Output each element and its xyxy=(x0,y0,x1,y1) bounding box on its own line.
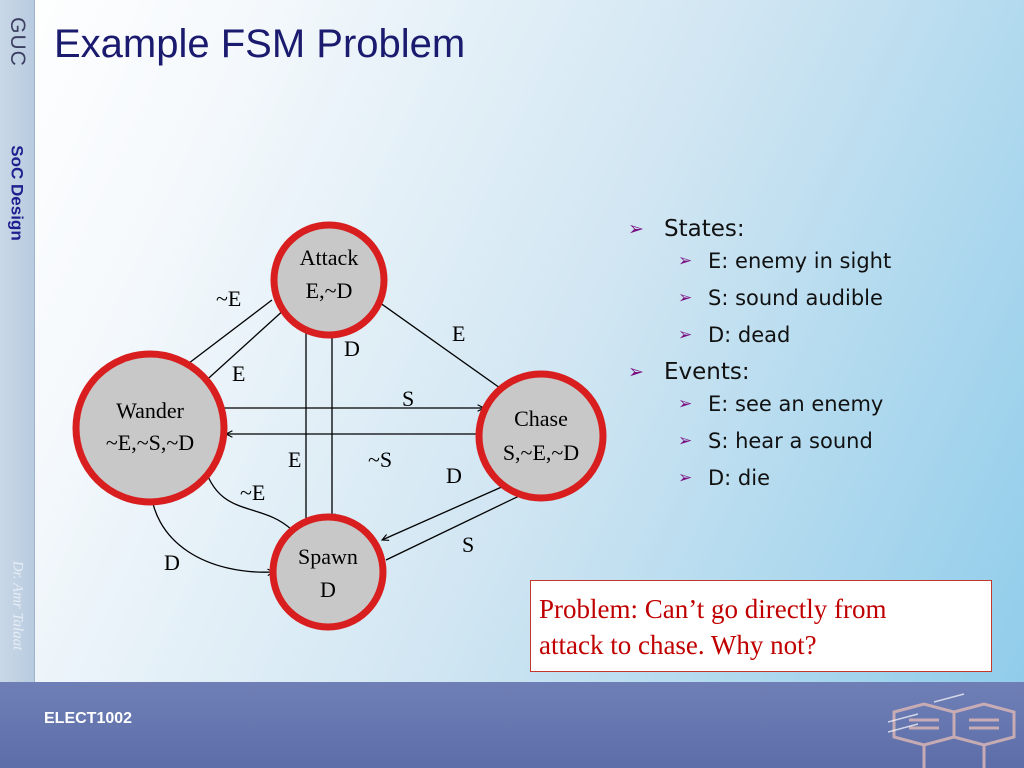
chip-decoration-icon xyxy=(887,693,1016,768)
bullet-arrow-icon: ➢ xyxy=(678,394,693,414)
edge-chase-to-attack xyxy=(376,300,501,389)
bullet-states-text: States: xyxy=(664,216,745,242)
state-attack-output: E,~D xyxy=(306,278,353,303)
state-spawn-name: Spawn xyxy=(298,544,358,569)
sub-bullet-text: D: dead xyxy=(708,323,791,347)
bullet-events-text: Events: xyxy=(664,359,750,385)
state-spawn-output: D xyxy=(320,577,336,602)
footer-bar: ELECT1002 xyxy=(0,682,1024,768)
bullet-arrow-icon: ➢ xyxy=(678,251,693,271)
sub-bullet-text: E: see an enemy xyxy=(708,392,884,416)
state-wander: Wander ~E,~S,~D xyxy=(72,350,228,506)
label-spawn-to-wander: ~E xyxy=(240,480,265,505)
bullet-arrow-icon: ➢ xyxy=(678,468,693,488)
label-chase-to-spawn: D xyxy=(446,463,462,488)
bullet-arrow-icon: ➢ xyxy=(628,218,644,240)
sub-bullet: ➢ S: hear a sound xyxy=(626,426,891,463)
state-wander-output: ~E,~S,~D xyxy=(106,430,194,455)
problem-line-1: Problem: Can’t go directly from xyxy=(539,594,887,624)
bullet-states: ➢ States: xyxy=(626,214,891,246)
state-attack-name: Attack xyxy=(300,245,359,270)
bullet-events: ➢ Events: xyxy=(626,357,891,389)
problem-box: Problem: Can’t go directly from attack t… xyxy=(530,580,992,672)
sub-bullet: ➢ S: sound audible xyxy=(626,283,891,320)
slide-title: Example FSM Problem xyxy=(54,22,466,66)
state-spawn: Spawn D xyxy=(269,513,387,631)
sub-bullet: ➢ D: die xyxy=(626,463,891,500)
state-chase: Chase S,~E,~D xyxy=(475,370,607,502)
sub-bullet-text: E: enemy in sight xyxy=(708,249,892,273)
course-code: ELECT1002 xyxy=(44,710,133,727)
state-wander-name: Wander xyxy=(116,398,185,423)
state-chase-output: S,~E,~D xyxy=(503,440,579,465)
sub-bullet-text: D: die xyxy=(708,466,771,490)
fsm-diagram: ~E E D E S ~S E ~E D D S Attack E,~D Wan… xyxy=(72,221,607,631)
label-attack-to-spawn: D xyxy=(344,336,360,361)
sub-bullet: ➢ E: see an enemy xyxy=(626,389,891,426)
sub-bullet-text: S: sound audible xyxy=(708,286,883,310)
label-wander-to-attack: E xyxy=(232,361,245,386)
state-chase-name: Chase xyxy=(514,406,568,431)
bullet-list: ➢ States: ➢ E: enemy in sight ➢ S: sound… xyxy=(626,214,891,500)
bullet-arrow-icon: ➢ xyxy=(678,288,693,308)
sub-bullet: ➢ E: enemy in sight xyxy=(626,246,891,283)
label-spawn-to-attack: E xyxy=(288,447,301,472)
edge-chase-to-spawn xyxy=(382,477,523,540)
label-wander-to-spawn: D xyxy=(164,550,180,575)
label-attack-to-wander: ~E xyxy=(216,286,241,311)
state-attack: Attack E,~D xyxy=(270,221,388,339)
edge-spawn-to-wander xyxy=(203,462,293,531)
label-chase-to-attack: E xyxy=(452,321,465,346)
problem-line-2: attack to chase. Why not? xyxy=(539,630,817,660)
sidebar: GUC SoC Design Dr. Amr Talaat xyxy=(0,0,35,682)
bullet-arrow-icon: ➢ xyxy=(678,431,693,451)
label-wander-to-chase: S xyxy=(402,386,414,411)
label-spawn-to-chase: S xyxy=(462,532,474,557)
sub-bullet: ➢ D: dead xyxy=(626,320,891,357)
bullet-arrow-icon: ➢ xyxy=(678,325,693,345)
sub-bullet-text: S: hear a sound xyxy=(708,429,873,453)
edge-wander-to-attack xyxy=(199,308,286,387)
bullet-arrow-icon: ➢ xyxy=(628,361,644,383)
label-chase-to-wander: ~S xyxy=(368,447,392,472)
